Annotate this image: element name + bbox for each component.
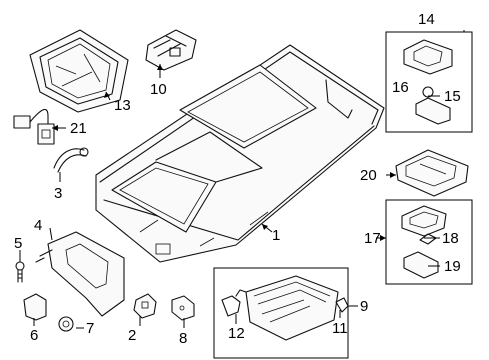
callout-16: 16: [392, 79, 409, 96]
callout-17: 17: [364, 230, 381, 247]
overhead-console-group: [213, 267, 349, 359]
vanity-lamp-group: [385, 199, 473, 285]
bracket-part: [171, 295, 195, 321]
callout-19: 19: [444, 258, 461, 275]
room-lamp-part: [395, 149, 469, 197]
clip-part: [133, 293, 157, 319]
wiring-connector-part: [13, 108, 55, 145]
sun-visor-part: [35, 231, 125, 317]
callout-5: 5: [14, 235, 22, 252]
callout-1: 1: [272, 227, 280, 244]
callout-3: 3: [54, 185, 62, 202]
callout-21: 21: [70, 120, 87, 137]
headliner-part: [95, 44, 385, 263]
callout-6: 6: [30, 327, 38, 344]
callout-11: 11: [332, 320, 348, 337]
callout-12: 12: [228, 325, 245, 342]
courtesy-lamp-group: [385, 31, 473, 133]
callout-7: 7: [86, 320, 94, 337]
visor-holder-part: [23, 293, 47, 321]
callout-10: 10: [150, 81, 167, 98]
callout-15: 15: [444, 88, 461, 105]
callout-18: 18: [442, 230, 459, 247]
callout-8: 8: [179, 330, 187, 347]
callout-4: 4: [34, 217, 42, 234]
screw-part: [15, 261, 25, 283]
callout-20: 20: [360, 167, 377, 184]
callout-9: 9: [360, 298, 368, 315]
grommet-part: [58, 316, 74, 332]
map-lamp-bracket-part: [145, 29, 197, 71]
callout-labels: 13 10 21 3 4 1 5 6 7 2 8 12 11 9 14 16 1…: [14, 11, 461, 347]
sunroof-frame-part: [29, 29, 129, 113]
callout-2: 2: [128, 327, 136, 344]
leader-arrowheads: [52, 64, 396, 241]
callout-14: 14: [418, 11, 435, 28]
callout-13: 13: [114, 97, 131, 114]
assist-grip-part: [53, 147, 89, 173]
